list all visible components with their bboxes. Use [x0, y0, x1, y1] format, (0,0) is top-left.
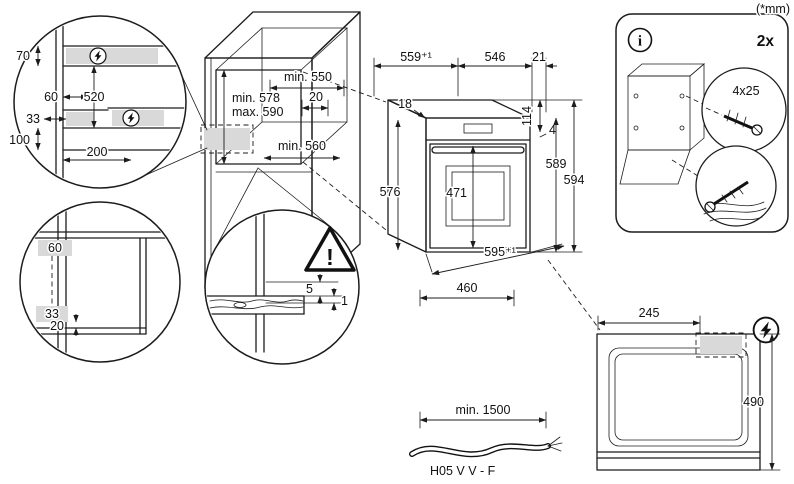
info-icon: i [627, 27, 653, 53]
accessories-panel: i 2x 4x25 [615, 13, 789, 233]
dim-70: 70 [16, 49, 30, 63]
screw-quantity: 2x [757, 33, 775, 50]
dim-1: 1 [341, 294, 348, 308]
cable-length-label: min. 1500 [456, 403, 511, 417]
connection-zone-top [66, 48, 158, 64]
cabinet-drawing: min. 550 20 min. 578 max. 590 min. 560 [200, 11, 387, 289]
oven-door-window [445, 165, 511, 227]
screw-wood-detail-circle [695, 145, 777, 227]
dim-33-corner: 33 [45, 307, 59, 321]
power-cable-detail: min. 1500 H05 V V - F [409, 402, 563, 480]
drilling-zone-bottom [36, 306, 68, 322]
screw-detail-circle: 4x25 [701, 67, 787, 153]
top-view-drawing: 245 490 [596, 305, 781, 471]
dim-rear-gap: 20 [309, 90, 323, 104]
dim-20-corner: 20 [50, 319, 64, 333]
callout-leaders [138, 62, 332, 252]
dim-door-height: 471 [446, 186, 467, 200]
dim-oven-top-width: 559⁺¹ [400, 50, 432, 64]
dim-niche-height-min: min. 578 [232, 91, 280, 105]
warning-exclamation: ! [326, 244, 334, 270]
dim-body-height: 576 [380, 185, 401, 199]
dim-60: 60 [44, 90, 58, 104]
dim-niche-height-max: max. 590 [232, 105, 283, 119]
screw-icon [705, 107, 763, 136]
cable-icon [409, 436, 563, 458]
dim-5: 5 [306, 282, 313, 296]
wood-grain-icon [209, 299, 304, 310]
oven-drawing: 559⁺¹ 546 21 18 576 471 114 4 589 594 59… [373, 49, 601, 331]
dim-front-frame: 21 [532, 50, 546, 64]
power-connection-icon [89, 47, 107, 65]
dim-connection-offset: 245 [639, 306, 660, 320]
dim-top-view-depth: 490 [743, 395, 764, 409]
corner-detail-circle: 60 33 20 [19, 201, 181, 363]
dim-60-corner: 60 [48, 241, 62, 255]
dim-oven-top-depth: 546 [485, 50, 506, 64]
screw-size-label: 4x25 [732, 84, 759, 98]
connection-box [700, 336, 742, 354]
cable-type-label: H05 V V - F [430, 464, 496, 478]
screw-icon [704, 180, 749, 213]
cabinet-connection-zone [204, 128, 250, 150]
oven-door-handle [431, 146, 525, 154]
floor-detail-circle: ! 5 1 [204, 209, 360, 365]
dim-depth-lower: 460 [457, 281, 478, 295]
dim-height-rear: 589 [546, 157, 567, 171]
svg-text:i: i [638, 34, 642, 50]
units-note: (*mm) [756, 2, 790, 16]
mounting-detail-circle: 70 60 520 33 100 200 [8, 15, 187, 189]
dim-200: 200 [87, 145, 108, 159]
dim-niche-depth: min. 550 [284, 70, 332, 84]
connection-zone-small [66, 112, 94, 126]
dim-gap: 4 [549, 123, 556, 137]
dim-panel-height: 114 [520, 106, 534, 126]
dim-height-front: 594 [564, 173, 585, 187]
dim-100: 100 [9, 133, 30, 147]
dim-niche-width: min. 560 [278, 139, 326, 153]
dim-oven-width: 595⁺¹ [484, 245, 516, 259]
drilling-zone-top [38, 240, 72, 256]
power-connection-icon [752, 316, 780, 344]
dim-33: 33 [26, 112, 40, 126]
dim-trim: 18 [398, 97, 412, 111]
power-connection-icon [122, 109, 140, 127]
warning-icon: ! [304, 226, 356, 272]
dim-520: 520 [84, 90, 105, 104]
